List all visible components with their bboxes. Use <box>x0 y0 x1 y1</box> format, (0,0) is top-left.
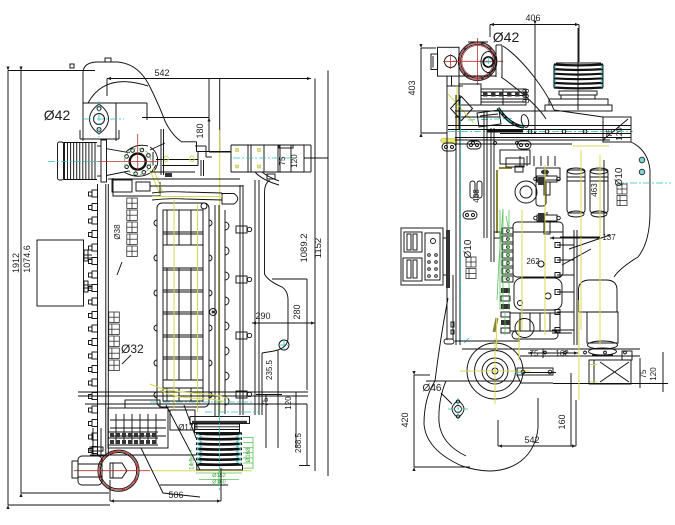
svg-text:180: 180 <box>195 123 205 138</box>
svg-text:420: 420 <box>400 412 410 427</box>
svg-text:Ø32: Ø32 <box>121 342 144 356</box>
svg-text:120: 120 <box>284 396 293 410</box>
svg-text:542: 542 <box>524 435 539 445</box>
svg-text:Ø173: Ø173 <box>178 423 198 432</box>
svg-text:75: 75 <box>261 397 270 406</box>
svg-text:262: 262 <box>526 257 540 266</box>
svg-text:75: 75 <box>530 349 539 358</box>
svg-text:120: 120 <box>290 154 299 168</box>
svg-text:120: 120 <box>615 127 624 141</box>
svg-text:75: 75 <box>639 369 648 378</box>
svg-text:506: 506 <box>168 490 183 500</box>
svg-text:120: 120 <box>649 367 658 381</box>
svg-text:162: 162 <box>555 349 569 358</box>
svg-text:75: 75 <box>278 156 287 165</box>
svg-text:14.5: 14.5 <box>190 458 196 470</box>
svg-text:75: 75 <box>605 128 614 137</box>
svg-text:403: 403 <box>407 80 417 95</box>
svg-text:Ø168: Ø168 <box>246 447 252 462</box>
svg-text:1152: 1152 <box>313 238 324 258</box>
svg-text:Ø10: Ø10 <box>614 167 625 186</box>
svg-text:Ø42: Ø42 <box>493 29 520 45</box>
svg-text:1089.2: 1089.2 <box>299 233 310 262</box>
svg-text:406: 406 <box>525 13 540 23</box>
svg-text:288.5: 288.5 <box>294 432 303 453</box>
svg-text:160: 160 <box>557 414 567 429</box>
svg-text:137: 137 <box>602 233 616 242</box>
svg-text:235.5: 235.5 <box>265 359 274 380</box>
svg-text:Ø10: Ø10 <box>463 239 474 258</box>
svg-text:280: 280 <box>292 304 302 319</box>
svg-text:308: 308 <box>521 88 531 103</box>
svg-text:Ø42: Ø42 <box>44 107 71 123</box>
svg-text:542: 542 <box>154 68 169 78</box>
svg-text:Ø38: Ø38 <box>113 224 122 240</box>
svg-text:290: 290 <box>255 311 270 321</box>
svg-text:463: 463 <box>590 183 599 197</box>
svg-text:1074.6: 1074.6 <box>22 245 32 273</box>
svg-text:1912: 1912 <box>11 253 21 273</box>
svg-text:468: 468 <box>472 189 481 203</box>
svg-text:Ø46: Ø46 <box>423 383 442 394</box>
